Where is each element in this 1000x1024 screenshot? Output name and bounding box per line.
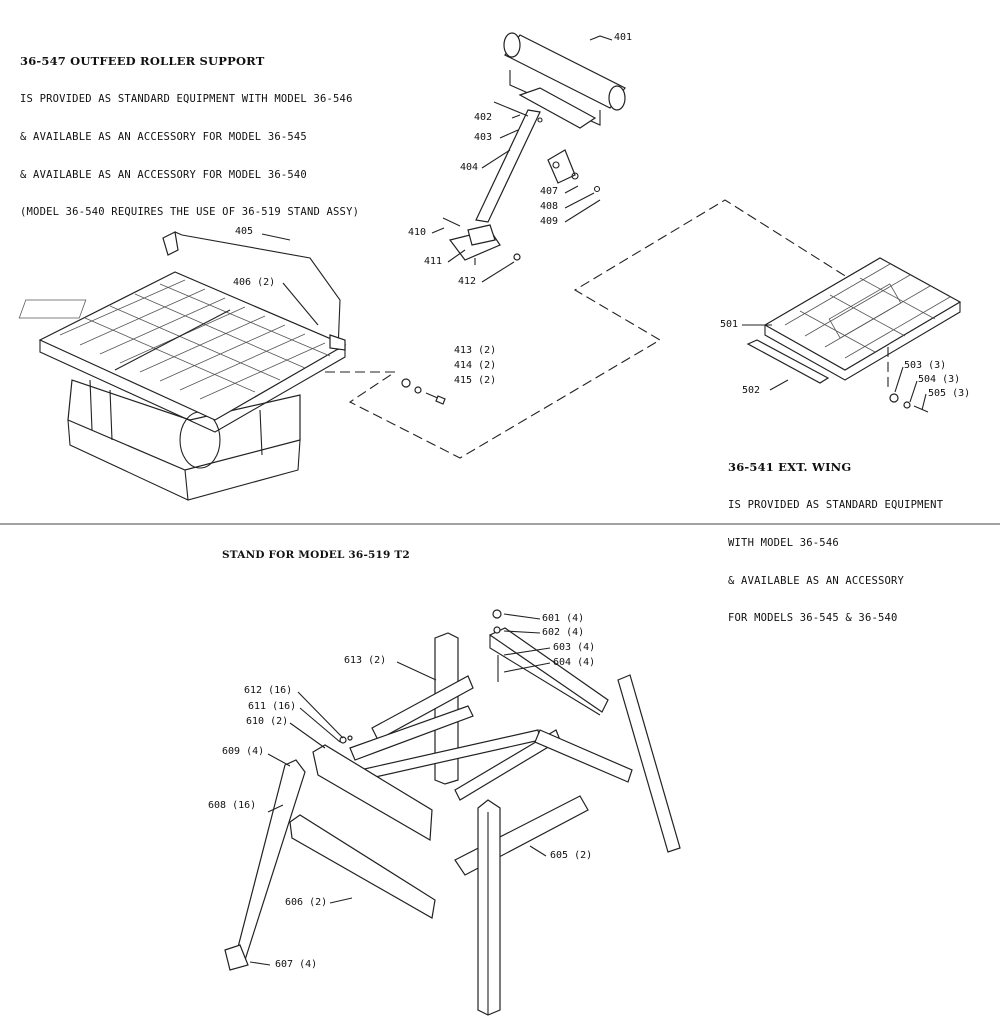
callout-607: 607 (4) [275, 959, 318, 970]
callout-603: 603 (4) [553, 642, 596, 653]
roller-support-line-1: IS PROVIDED AS STANDARD EQUIPMENT WITH M… [20, 92, 353, 105]
callout-406: 406 (2) [233, 277, 276, 288]
ext-wing-line-1: IS PROVIDED AS STANDARD EQUIPMENT [728, 498, 944, 511]
roller-support-info: 36-547 OUTFEED ROLLER SUPPORT IS PROVIDE… [20, 30, 359, 232]
callout-414: 414 (2) [454, 360, 497, 371]
ext-wing-line-2: WITH MODEL 36-546 [728, 536, 839, 549]
callout-601: 601 (4) [542, 613, 585, 624]
stand-drawing [224, 609, 681, 1016]
roller-support-line-4: (MODEL 36-540 REQUIRES THE USE OF 36-519… [20, 206, 360, 219]
callout-505: 505 (3) [928, 388, 971, 399]
callout-605: 605 (2) [550, 850, 593, 861]
callout-504: 504 (3) [918, 374, 961, 385]
callout-415: 415 (2) [454, 375, 497, 386]
callout-612: 612 (16) [244, 685, 293, 696]
callout-502: 502 [742, 385, 761, 396]
callout-409: 409 [540, 216, 559, 227]
stand-title: STAND FOR MODEL 36-519 T2 [222, 549, 410, 561]
callout-402: 402 [474, 112, 493, 123]
callout-611: 611 (16) [248, 701, 297, 712]
roller-support-drawing [442, 32, 626, 261]
callout-413: 413 (2) [454, 345, 497, 356]
ext-wing-drawing [746, 257, 962, 413]
callout-604: 604 (4) [553, 657, 596, 668]
callout-403: 403 [474, 132, 493, 143]
leader-lines [249, 35, 927, 966]
roller-support-title: 36-547 OUTFEED ROLLER SUPPORT [20, 54, 265, 69]
ext-wing-info: 36-541 EXT. WING IS PROVIDED AS STANDARD… [728, 436, 943, 638]
callout-609: 609 (4) [222, 746, 265, 757]
ext-wing-line-3: & AVAILABLE AS AN ACCESSORY [728, 574, 905, 587]
callout-411: 411 [424, 256, 443, 267]
callout-610: 610 (2) [246, 716, 289, 727]
table-saw-drawing [18, 271, 347, 501]
brace-405-drawing [162, 231, 346, 351]
callout-608: 608 (16) [208, 800, 257, 811]
callout-606: 606 (2) [285, 897, 328, 908]
callout-407: 407 [540, 186, 559, 197]
fasteners-413-415 [401, 378, 446, 405]
ext-wing-line-4: FOR MODELS 36-545 & 36-540 [728, 612, 898, 625]
roller-support-line-2: & AVAILABLE AS AN ACCESSORY FOR MODEL 36… [20, 130, 307, 143]
callout-404: 404 [460, 162, 479, 173]
ext-wing-title: 36-541 EXT. WING [728, 460, 852, 475]
callout-613: 613 (2) [344, 655, 387, 666]
callout-408: 408 [540, 201, 559, 212]
callout-503: 503 (3) [904, 360, 947, 371]
roller-support-line-3: & AVAILABLE AS AN ACCESSORY FOR MODEL 36… [20, 168, 307, 181]
callout-401: 401 [614, 32, 633, 43]
callout-405: 405 [235, 226, 254, 237]
callout-410: 410 [408, 227, 427, 238]
callout-412: 412 [458, 276, 477, 287]
callout-602: 602 (4) [542, 627, 585, 638]
callout-501: 501 [720, 319, 739, 330]
